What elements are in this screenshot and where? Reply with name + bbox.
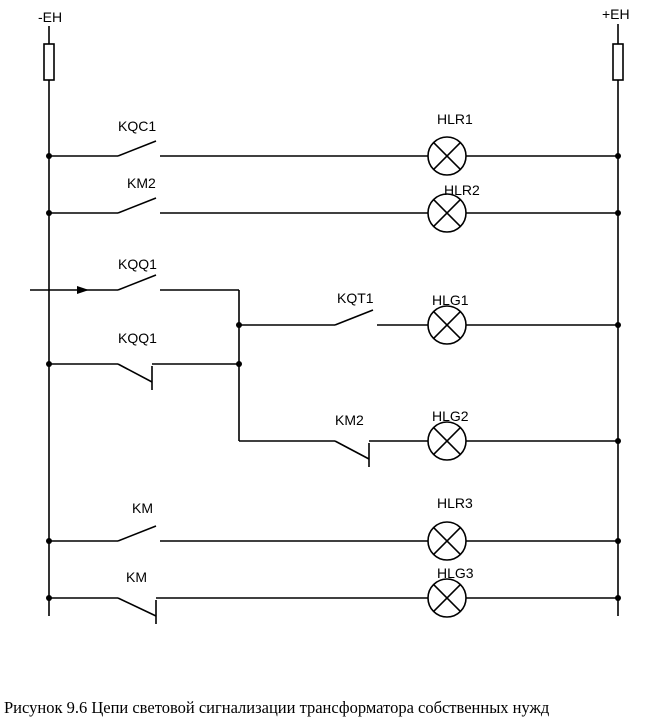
junction-dot <box>615 438 621 444</box>
circuit-row-km-no <box>49 525 618 542</box>
hlr1-label: HLR1 <box>437 111 473 127</box>
km2-label: KM2 <box>127 175 156 191</box>
lamp-hlr1-icon <box>427 136 467 176</box>
circuit-row-kqc1 <box>49 140 618 157</box>
hlg2-label: HLG2 <box>432 408 469 424</box>
kqt1-label: KQT1 <box>337 290 374 306</box>
kqq1-no-label: KQQ1 <box>118 256 157 272</box>
junction-dot <box>615 322 621 328</box>
plus-bus <box>612 24 624 616</box>
km-no-contact <box>117 525 157 542</box>
km2-contact <box>117 197 157 214</box>
kqq1-nc-contact <box>117 363 153 383</box>
hlr2-label: HLR2 <box>444 182 480 198</box>
hlr3-label: HLR3 <box>437 495 473 511</box>
kqt1-contact <box>334 309 374 326</box>
circuit-row-km2-nc <box>239 440 618 467</box>
lamp-hlg1-icon <box>427 305 467 345</box>
junction-dot <box>615 595 621 601</box>
kqc1-label: KQC1 <box>118 118 156 134</box>
lamp-hlr3-icon <box>427 521 467 561</box>
circuit-row-km-nc <box>49 597 618 624</box>
junction-dot <box>46 538 52 544</box>
plus-fuse <box>612 43 624 81</box>
junction-dots <box>46 153 621 601</box>
minus-fuse <box>43 43 55 81</box>
km-no-label: KM <box>132 500 153 516</box>
junction-dot <box>615 538 621 544</box>
km-nc-contact <box>117 597 157 617</box>
kqc1-contact <box>117 140 157 157</box>
circuit-row-km2 <box>49 197 618 214</box>
lamp-hlg3-icon <box>427 578 467 618</box>
junction-dot <box>46 153 52 159</box>
circuit-kqq1-no <box>30 274 240 441</box>
lamp-hlr2-icon <box>427 193 467 233</box>
junction-dot <box>615 153 621 159</box>
junction-dot <box>46 595 52 601</box>
minus-bus <box>43 26 55 616</box>
circuit-row-kqt1 <box>239 309 618 326</box>
kqq1-nc-label: KQQ1 <box>118 330 157 346</box>
hlg1-label: HLG1 <box>432 292 469 308</box>
junction-dot <box>236 361 242 367</box>
junction-dot <box>236 322 242 328</box>
figure-caption: Рисунок 9.6 Цепи световой сигнализации т… <box>4 698 550 717</box>
junction-dot <box>46 361 52 367</box>
lamp-hlg2-icon <box>427 421 467 461</box>
kqq1-no-contact <box>117 274 157 291</box>
km2-nc-label: KM2 <box>335 412 364 428</box>
plus-bus-label: +EH <box>602 6 630 22</box>
junction-dot <box>615 210 621 216</box>
minus-bus-label: -EH <box>38 9 62 25</box>
km2-nc-contact <box>334 440 370 460</box>
km-nc-label: KM <box>126 569 147 585</box>
circuit-kqq1-nc <box>49 363 239 390</box>
hlg3-label: HLG3 <box>437 565 474 581</box>
junction-dot <box>46 210 52 216</box>
